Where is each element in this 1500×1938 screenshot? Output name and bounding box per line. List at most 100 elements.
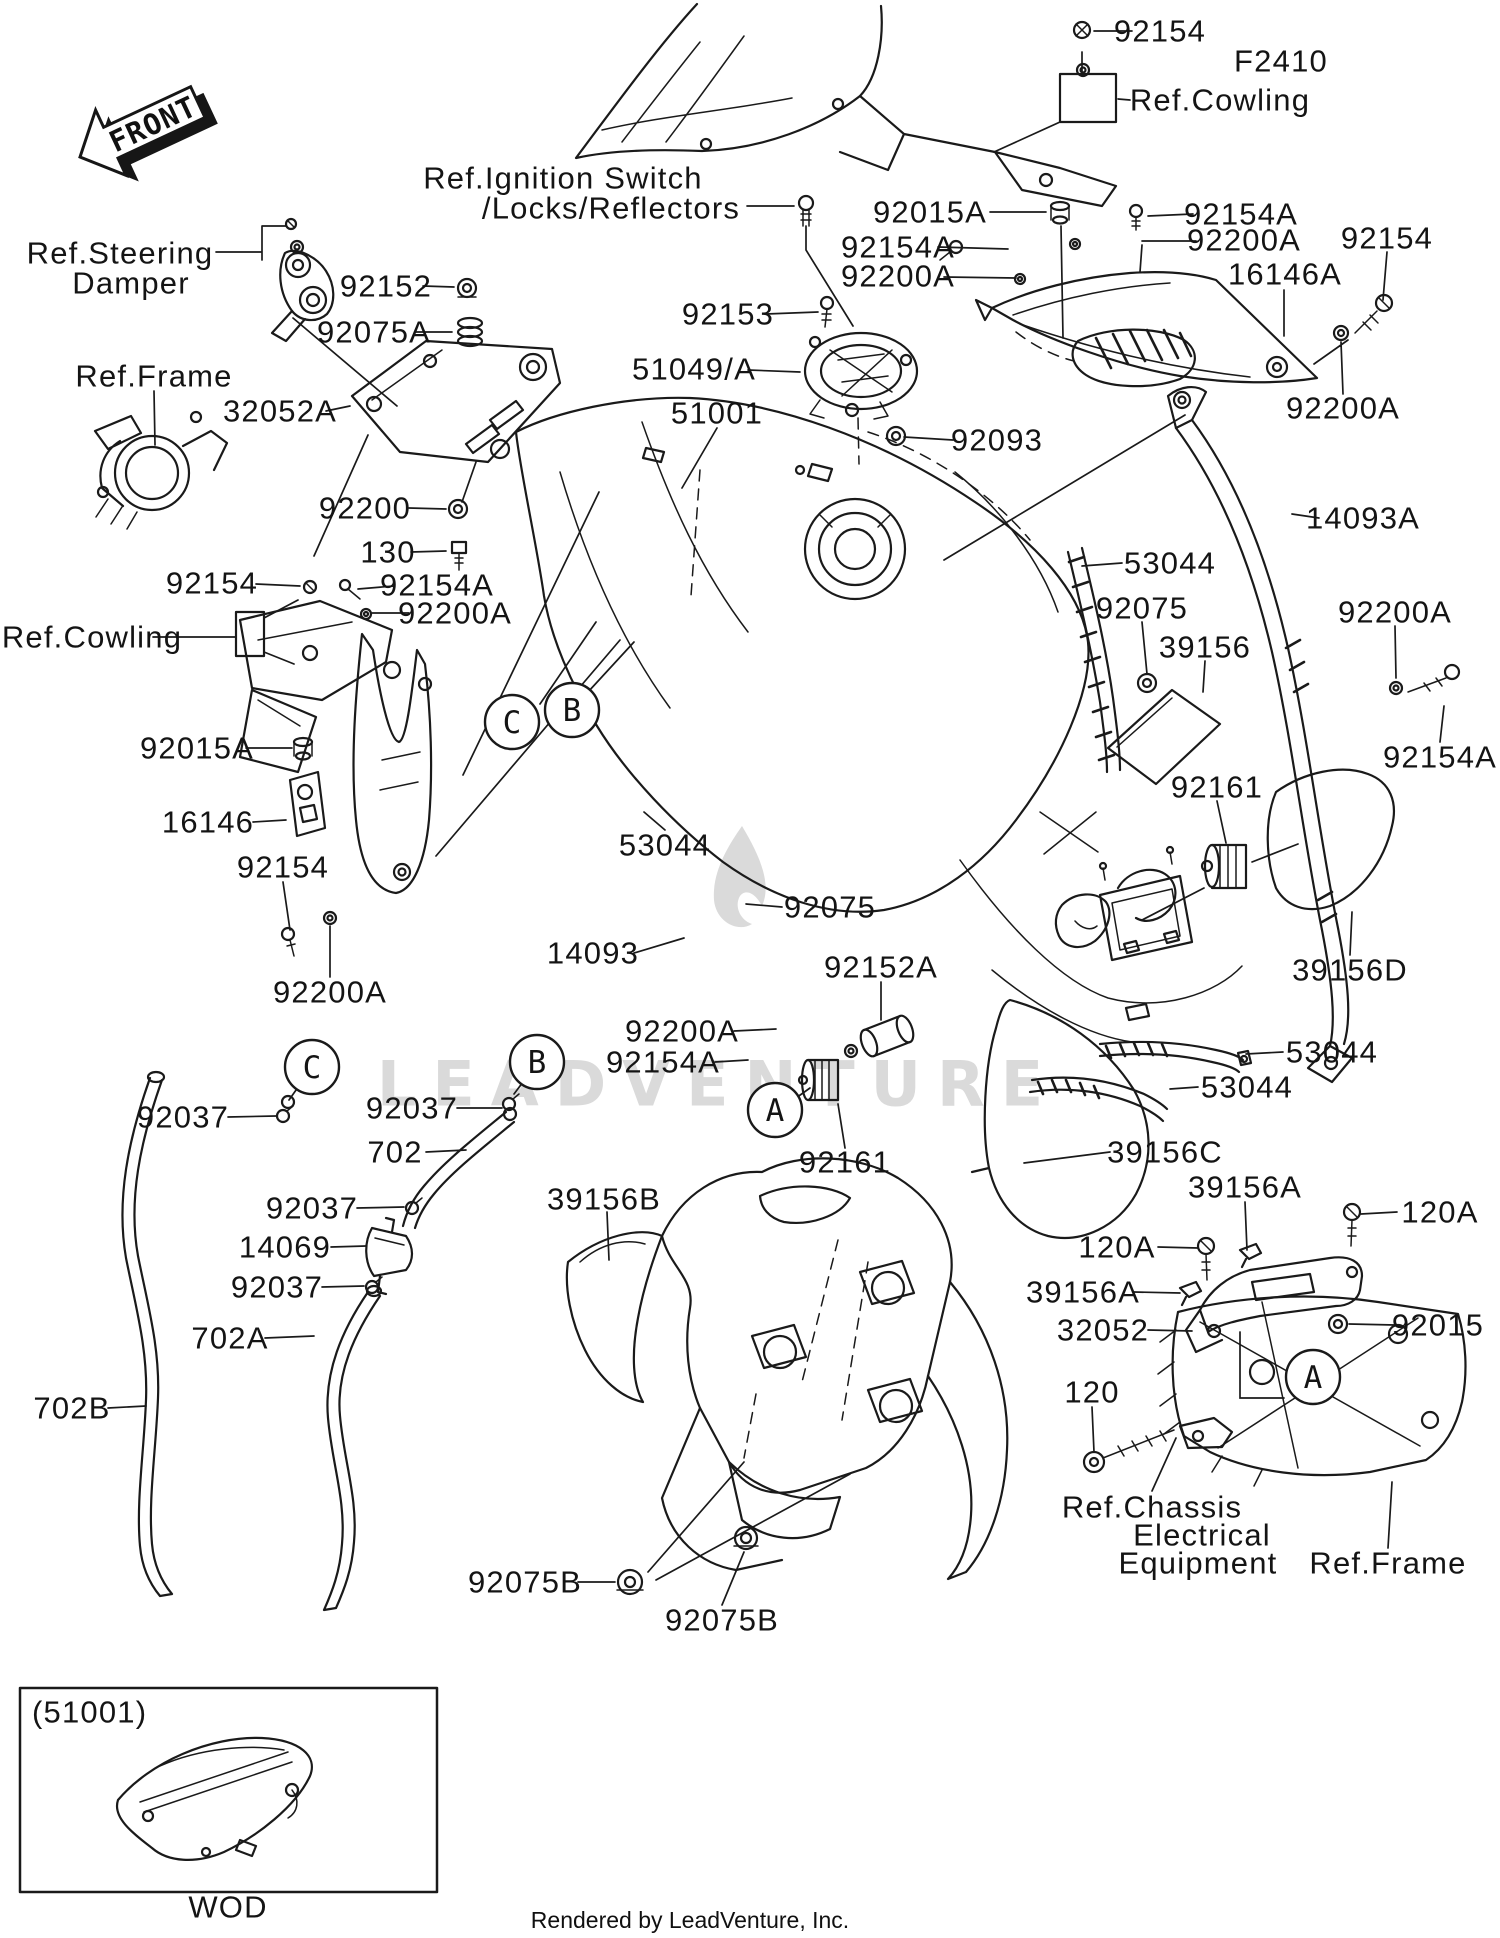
- part-label-92015a[interactable]: 92015A: [140, 731, 254, 766]
- part-label-39156c[interactable]: 39156C: [1107, 1135, 1223, 1170]
- callout-c[interactable]: C: [283, 1038, 341, 1096]
- part-label-39156a[interactable]: 39156A: [1188, 1170, 1302, 1205]
- part-label-53044[interactable]: 53044: [1201, 1070, 1293, 1105]
- part-label-92154[interactable]: 92154: [166, 566, 258, 601]
- part-label-120a[interactable]: 120A: [1401, 1195, 1478, 1230]
- part-label-39156[interactable]: 39156: [1159, 630, 1251, 665]
- part-label-92152a[interactable]: 92152A: [824, 950, 938, 985]
- part-label-51001[interactable]: 51001: [671, 396, 763, 431]
- part-label-92200a[interactable]: 92200A: [841, 259, 955, 294]
- part-label-39156b[interactable]: 39156B: [547, 1182, 661, 1217]
- part-label-92037[interactable]: 92037: [231, 1270, 323, 1305]
- part-label-92152[interactable]: 92152: [340, 269, 432, 304]
- callout-letter: C: [303, 1050, 322, 1086]
- part-label-92161[interactable]: 92161: [799, 1145, 891, 1180]
- part-label-16146[interactable]: 16146: [162, 805, 254, 840]
- part-label-16146a[interactable]: 16146A: [1228, 257, 1342, 292]
- part-label-53044[interactable]: 53044: [1286, 1035, 1378, 1070]
- part-label-refchassis[interactable]: Ref.Chassis: [1062, 1490, 1242, 1525]
- part-label-92075[interactable]: 92075: [1096, 591, 1188, 626]
- part-label-equipment[interactable]: Equipment: [1118, 1546, 1277, 1581]
- callout-c[interactable]: C: [483, 693, 541, 751]
- part-label-14093[interactable]: 14093: [547, 936, 639, 971]
- callout-b[interactable]: B: [543, 681, 601, 739]
- part-label-39156d[interactable]: 39156D: [1292, 953, 1408, 988]
- part-pad-39156: [1106, 672, 1222, 786]
- part-label-92154[interactable]: 92154: [1114, 14, 1206, 49]
- part-trim-14093a: [1166, 386, 1354, 1084]
- ref-cowling-bracket-box: [1058, 72, 1118, 124]
- part-label-702b[interactable]: 702B: [33, 1391, 110, 1426]
- part-label-53044[interactable]: 53044: [1124, 546, 1216, 581]
- part-label-92037[interactable]: 92037: [266, 1191, 358, 1226]
- part-label-refframe[interactable]: Ref.Frame: [75, 359, 232, 394]
- part-label-92154a[interactable]: 92154A: [841, 230, 955, 265]
- part-cover-16146a: [974, 271, 1319, 388]
- callout-circle: [543, 681, 601, 739]
- part-label-92154a[interactable]: 92154A: [380, 568, 494, 603]
- part-label-92154a[interactable]: 92154A: [1184, 197, 1298, 232]
- callout-a[interactable]: A: [1284, 1348, 1342, 1406]
- part-label-92037[interactable]: 92037: [366, 1091, 458, 1126]
- part-label-refignitionswitch[interactable]: Ref.Ignition Switch: [423, 161, 703, 196]
- part-label-refsteering[interactable]: Ref.Steering: [27, 236, 214, 271]
- part-bracket-32052a: [350, 339, 562, 464]
- part-heat-shield-39156b: [565, 1157, 1009, 1596]
- part-label-92075a[interactable]: 92075A: [317, 315, 431, 350]
- callout-letter: A: [766, 1093, 785, 1129]
- part-frame-head: [93, 410, 229, 530]
- part-label-92075b[interactable]: 92075B: [665, 1603, 779, 1638]
- part-label-14069[interactable]: 14069: [239, 1230, 331, 1265]
- part-label-92153[interactable]: 92153: [682, 297, 774, 332]
- part-label-32052[interactable]: 32052: [1057, 1313, 1149, 1348]
- part-pad-39156c: [970, 998, 1150, 1239]
- part-label-14093a[interactable]: 14093A: [1306, 501, 1420, 536]
- part-label-92200[interactable]: 92200: [319, 491, 411, 526]
- part-label-92200a[interactable]: 92200A: [625, 1014, 739, 1049]
- part-label-92154[interactable]: 92154: [1341, 221, 1433, 256]
- part-knob-92161-right: [1200, 843, 1248, 890]
- part-label-92075b[interactable]: 92075B: [468, 1565, 582, 1600]
- part-label-92093[interactable]: 92093: [951, 423, 1043, 458]
- part-label-92200a[interactable]: 92200A: [398, 596, 512, 631]
- callout-letter: B: [563, 693, 582, 729]
- part-pin-92152a: [843, 1014, 915, 1059]
- part-label-130[interactable]: 130: [360, 535, 415, 570]
- callout-letter: B: [528, 1045, 547, 1081]
- part-label-92161[interactable]: 92161: [1171, 770, 1263, 805]
- part-label-locksreflectors[interactable]: /Locks/Reflectors: [482, 191, 740, 226]
- callout-a[interactable]: A: [746, 1081, 804, 1139]
- part-label-damper[interactable]: Damper: [72, 266, 189, 301]
- part-label-92154a[interactable]: 92154A: [1383, 740, 1497, 775]
- part-label-120[interactable]: 120: [1064, 1375, 1119, 1410]
- part-label-electrical[interactable]: Electrical: [1133, 1518, 1271, 1553]
- part-label-53044[interactable]: 53044: [619, 828, 711, 863]
- part-label-51049a[interactable]: 51049/A: [632, 352, 756, 387]
- part-label-92015[interactable]: 92015: [1392, 1308, 1484, 1343]
- part-label-92075[interactable]: 92075: [784, 890, 876, 925]
- part-label-92200a[interactable]: 92200A: [1187, 223, 1301, 258]
- part-label-39156a[interactable]: 39156A: [1026, 1275, 1140, 1310]
- part-label-92154[interactable]: 92154: [237, 850, 329, 885]
- part-label-92154a[interactable]: 92154A: [606, 1045, 720, 1080]
- watermark-flame-icon: [713, 826, 766, 928]
- part-label-refcowling[interactable]: Ref.Cowling: [1130, 83, 1310, 118]
- callout-circle: [283, 1038, 341, 1096]
- part-label-92015a[interactable]: 92015A: [873, 195, 987, 230]
- part-top-cowling: [574, 2, 1118, 208]
- part-label-refframe[interactable]: Ref.Frame: [1309, 1546, 1466, 1581]
- part-label-120a[interactable]: 120A: [1078, 1230, 1155, 1265]
- part-label-92200a[interactable]: 92200A: [273, 975, 387, 1010]
- callout-b[interactable]: B: [508, 1033, 566, 1091]
- part-label-92200a[interactable]: 92200A: [1286, 391, 1400, 426]
- part-label-702[interactable]: 702: [367, 1135, 422, 1170]
- part-label-32052a[interactable]: 32052A: [223, 394, 337, 429]
- fasteners-left: [280, 277, 484, 957]
- part-label-refcowling[interactable]: Ref.Cowling: [2, 620, 182, 655]
- part-label-92037[interactable]: 92037: [137, 1100, 229, 1135]
- front-direction-arrow: FRONT: [78, 84, 218, 182]
- part-label-92200a[interactable]: 92200A: [1338, 595, 1452, 630]
- part-label-702a[interactable]: 702A: [191, 1321, 268, 1356]
- part-stay-32052: [1082, 1202, 1364, 1474]
